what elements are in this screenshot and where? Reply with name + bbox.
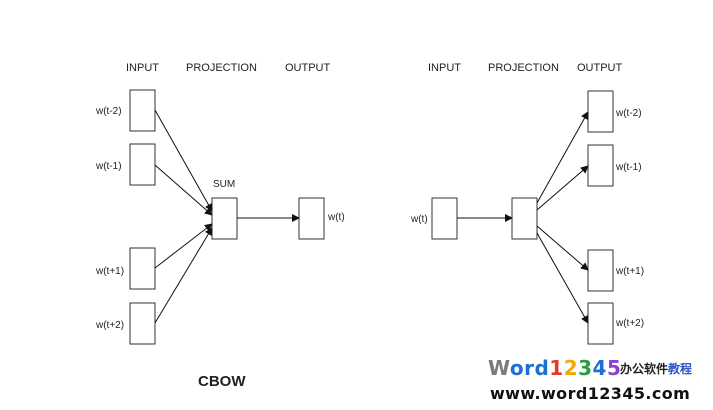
cbow-edge-t-1 — [154, 164, 213, 216]
skipgram-edge-t+1 — [536, 225, 589, 271]
skipgram-output-box-t-1 — [587, 144, 614, 187]
watermark-logo-digit: 4 — [592, 356, 607, 380]
skipgram-input-header: INPUT — [428, 62, 461, 74]
cbow-caption: CBOW — [198, 373, 246, 390]
cbow-projection-box — [211, 197, 238, 240]
watermark-tagline: 办公软件教程 — [620, 360, 692, 377]
watermark-logo-digit: 2 — [563, 356, 579, 380]
cbow-edge-t+2 — [154, 227, 213, 324]
skipgram-diagram: INPUT PROJECTION OUTPUT w(t) w(t-2) w(t-… — [410, 62, 644, 345]
cbow-sum-label: SUM — [213, 179, 235, 190]
skipgram-projection-header: PROJECTION — [488, 62, 559, 74]
cbow-output-label: w(t) — [327, 212, 345, 223]
watermark-brand: Word12345 — [488, 356, 621, 382]
skipgram-input-box — [431, 197, 458, 240]
watermark-url: www.word12345.com — [490, 384, 691, 403]
cbow-input-box-t+1 — [129, 247, 156, 290]
watermark-tagline-a: 办公软件 — [620, 362, 669, 376]
cbow-input-label-t+1: w(t+1) — [95, 266, 124, 277]
cbow-edge-t-2 — [154, 109, 213, 212]
skipgram-edge-t-1 — [536, 165, 589, 211]
cbow-input-label-t-2: w(t-2) — [95, 106, 122, 117]
skipgram-output-label-t+1: w(t+1) — [615, 266, 644, 277]
cbow-input-box-t-2 — [129, 89, 156, 132]
skipgram-projection-box — [511, 197, 538, 240]
skipgram-edge-t+2 — [536, 232, 589, 324]
watermark-tagline-b: 教程 — [668, 362, 693, 376]
skipgram-input-label: w(t) — [410, 214, 428, 225]
skipgram-output-box-t-2 — [587, 90, 614, 133]
skipgram-output-label-t+2: w(t+2) — [615, 318, 644, 329]
watermark-logo-digit: 5 — [606, 356, 622, 380]
cbow-input-header: INPUT — [126, 62, 159, 74]
cbow-input-box-t+2 — [129, 302, 156, 345]
skipgram-output-box-t+2 — [587, 302, 614, 345]
watermark-logo: Word12345 — [488, 356, 621, 380]
watermark-logo-ord: ord — [509, 356, 550, 380]
cbow-output-box — [298, 197, 325, 240]
cbow-output-header: OUTPUT — [285, 62, 331, 74]
skipgram-output-label-t-1: w(t-1) — [615, 162, 642, 173]
cbow-input-label-t+2: w(t+2) — [95, 320, 124, 331]
cbow-projection-header: PROJECTION — [186, 62, 257, 74]
cbow-edge-t+1 — [154, 223, 213, 269]
watermark-logo-digit: 1 — [549, 356, 564, 380]
watermark-logo-digit: 3 — [578, 356, 593, 380]
skipgram-edge-t-2 — [536, 111, 589, 204]
cbow-diagram: INPUT PROJECTION OUTPUT w(t-2) w(t-1) w(… — [95, 62, 345, 390]
watermark-logo-w: W — [488, 356, 510, 380]
cbow-input-box-t-1 — [129, 143, 156, 186]
watermark: Word12345 办公软件教程 www.word12345.com — [486, 356, 710, 408]
skipgram-output-label-t-2: w(t-2) — [615, 108, 642, 119]
skipgram-output-box-t+1 — [587, 249, 614, 292]
skipgram-output-header: OUTPUT — [577, 62, 623, 74]
cbow-input-label-t-1: w(t-1) — [95, 161, 122, 172]
